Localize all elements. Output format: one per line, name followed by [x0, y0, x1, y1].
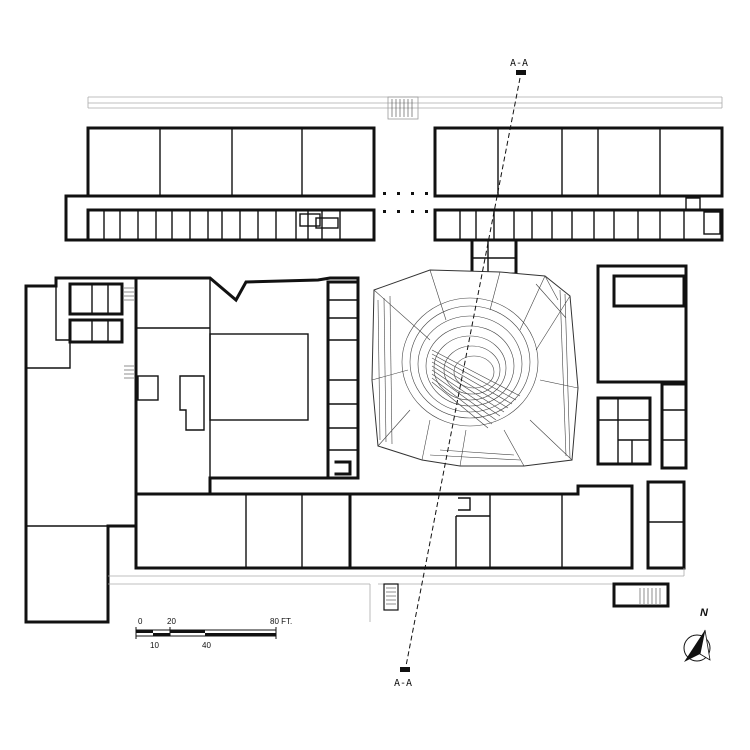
section-label-top: A-A [510, 58, 528, 69]
south-entry-stair [386, 587, 396, 605]
auditorium-facets [371, 269, 579, 467]
scale-bar [135, 627, 277, 639]
south-street-edge [108, 568, 685, 622]
north-east-small-rooms [459, 197, 721, 240]
north-west-wing [64, 126, 376, 242]
scale-tick-0: 0 [138, 617, 143, 626]
east-small-rooms [596, 382, 688, 470]
north-arrow-icon [683, 629, 711, 662]
scale-tick-40: 40 [202, 641, 211, 650]
south-east-stair [639, 588, 661, 604]
top-entry-stair [391, 99, 413, 117]
scale-tick-20: 20 [167, 617, 176, 626]
auditorium-rake-hatch [431, 349, 521, 429]
north-label: N [700, 607, 709, 619]
section-cut-marker-top [516, 70, 526, 75]
west-block [24, 276, 138, 624]
section-line [400, 70, 526, 672]
section-cut-marker-bottom [400, 667, 410, 672]
scale-tick-10: 10 [150, 641, 159, 650]
top-street-edge [87, 96, 723, 120]
scale-tick-80: 80 FT. [270, 617, 292, 626]
east-side-cubicles [326, 280, 360, 480]
south-wing [134, 480, 686, 570]
central-west-hall [134, 276, 360, 496]
central-auditorium [371, 269, 579, 467]
section-label-bottom: A-A [394, 678, 412, 689]
colonnade-dots [383, 192, 428, 213]
west-stair [124, 287, 134, 379]
north-west-small-rooms [103, 210, 341, 240]
north-east-wing [433, 126, 724, 276]
auditorium-edge-lines [377, 289, 571, 461]
east-block [596, 264, 688, 470]
